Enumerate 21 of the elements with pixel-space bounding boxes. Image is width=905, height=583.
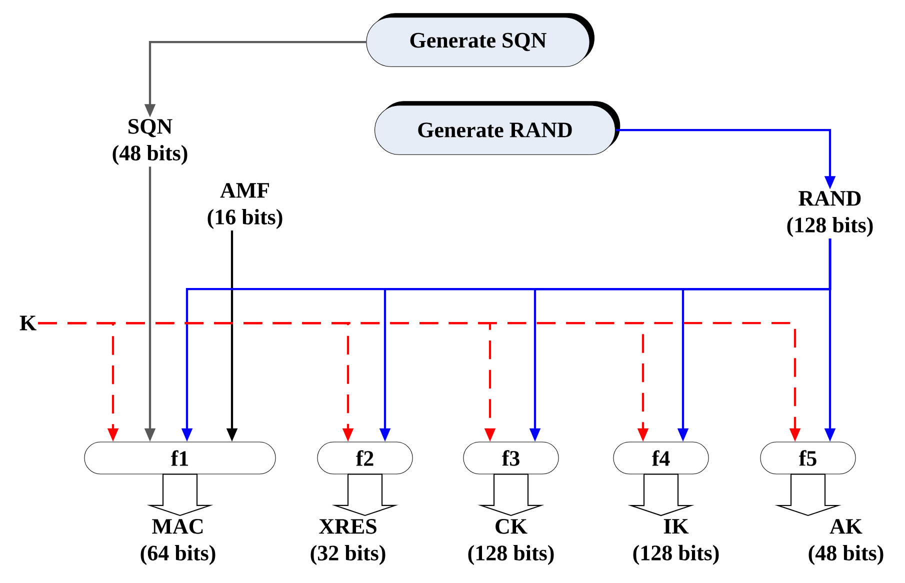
- label-text: MAC (64 bits): [140, 519, 216, 565]
- label-text: SQN (48 bits): [112, 119, 188, 165]
- label-text: CK (128 bits): [468, 519, 554, 565]
- label-text: AK (48 bits): [808, 519, 884, 565]
- function-box: f5: [760, 442, 856, 474]
- block-arrow: [332, 474, 398, 516]
- label-text: XRES (32 bits): [310, 519, 386, 565]
- block-arrow: [628, 474, 694, 516]
- process-box: Generate RAND: [374, 101, 620, 155]
- function-box: f2: [317, 442, 413, 474]
- block-arrow: [146, 474, 214, 516]
- function-box: f4: [613, 442, 709, 474]
- function-box: f3: [463, 442, 559, 474]
- process-box: Generate SQN: [366, 13, 594, 67]
- label-text: K: [20, 316, 36, 330]
- label-text: AMF (16 bits): [208, 183, 282, 229]
- label-text: RAND (128 bits): [787, 191, 873, 237]
- block-arrow: [774, 474, 842, 516]
- function-box: f1: [84, 442, 276, 474]
- block-arrow: [478, 474, 544, 516]
- label-text: IK (128 bits): [633, 519, 719, 565]
